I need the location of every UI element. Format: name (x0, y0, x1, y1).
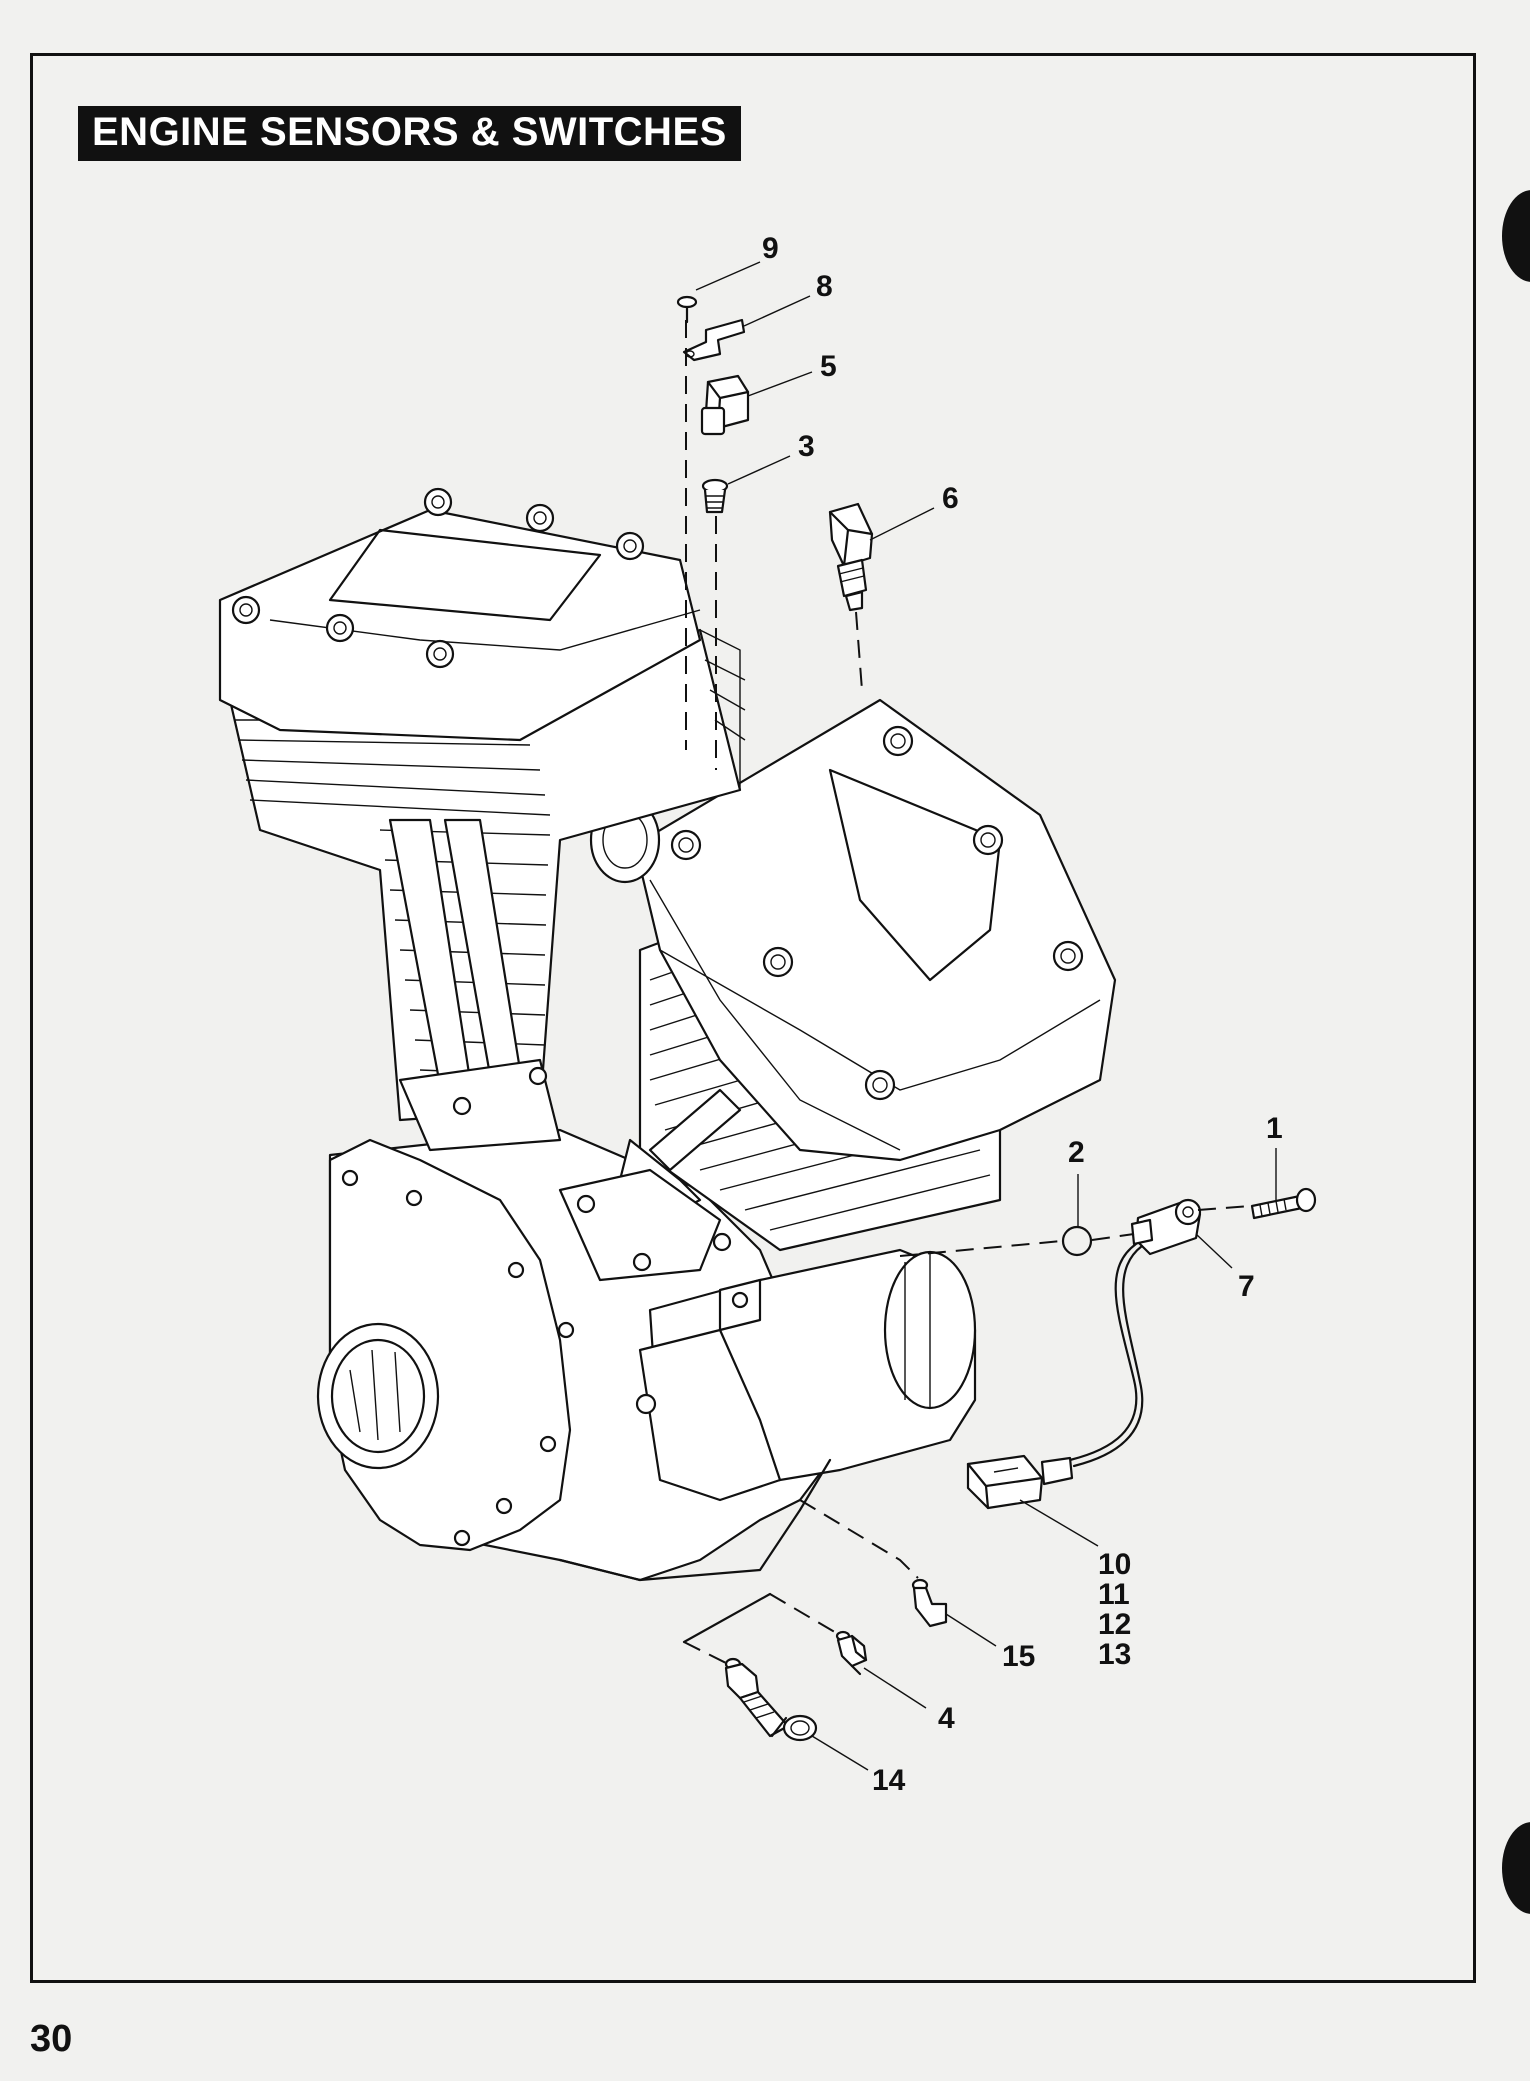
part-bracket-8 (682, 318, 746, 362)
leader-lines (695, 261, 1277, 1771)
callout-7: 7 (1238, 1270, 1255, 1303)
part-screw-9 (676, 295, 698, 324)
part-bolt-1 (1250, 1187, 1317, 1220)
page-frame (30, 53, 1476, 1983)
callout-11: 11 (1098, 1578, 1130, 1611)
part-o-ring-2 (1061, 1225, 1093, 1257)
part-pressure-sender-14 (724, 1657, 818, 1742)
callout-4: 4 (938, 1702, 955, 1735)
callout-14: 14 (872, 1764, 906, 1797)
page-number: 30 (30, 2018, 73, 2060)
part-sender-6 (828, 502, 874, 612)
part-fitting-3 (701, 478, 729, 514)
callout-2: 2 (1068, 1136, 1085, 1169)
callout-1: 1 (1266, 1112, 1283, 1145)
centerline-branch (682, 1592, 772, 1644)
callout-8: 8 (816, 270, 833, 303)
centerline-14 (683, 1641, 729, 1665)
centerline-15 (799, 1499, 919, 1579)
part-pressure-switch-4 (835, 1630, 868, 1676)
part-connector-10-13 (966, 1454, 1074, 1510)
part-elbow-15 (911, 1578, 948, 1628)
centerline-6 (855, 611, 863, 691)
callout-9: 9 (762, 232, 779, 265)
engine-illustration (218, 487, 1117, 1582)
callout-13: 13 (1098, 1638, 1131, 1671)
callout-6: 6 (942, 482, 959, 515)
callout-3: 3 (798, 430, 815, 463)
callout-12: 12 (1098, 1608, 1131, 1641)
centerline-2b (1091, 1233, 1135, 1241)
part-crank-sensor-7 (1068, 1198, 1202, 1468)
page-title: ENGINE SENSORS & SWITCHES (78, 106, 741, 161)
part-sensor-5 (700, 374, 750, 436)
centerline-1 (1197, 1205, 1251, 1211)
callout-5: 5 (820, 350, 837, 383)
callout-15: 15 (1002, 1640, 1035, 1673)
centerline-4 (769, 1593, 839, 1635)
callout-10: 10 (1098, 1548, 1131, 1581)
